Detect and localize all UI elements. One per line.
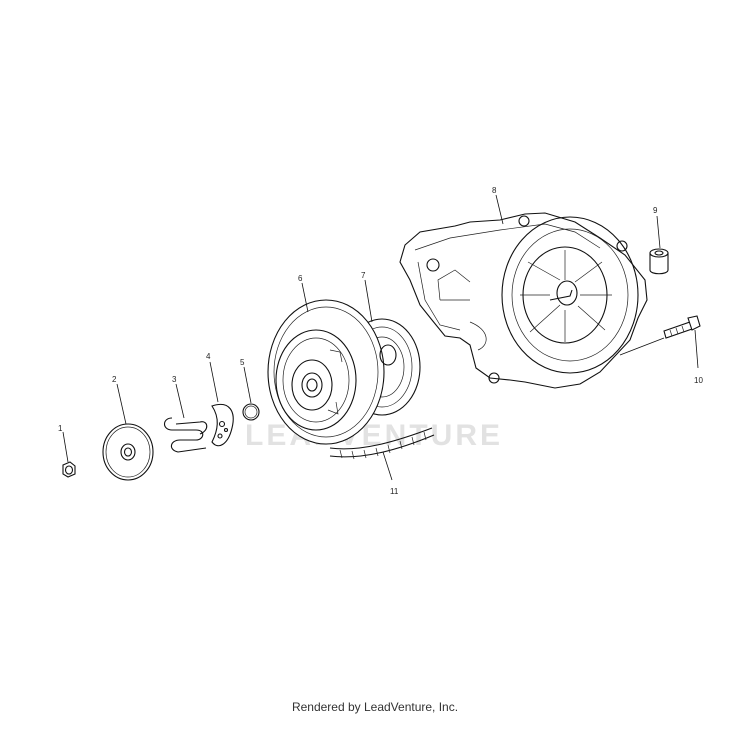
leader-line-3 [175,383,185,419]
callout-7: 7 [361,271,366,280]
leader-line-11 [382,451,393,481]
part-2-drive-plate[interactable] [102,423,154,481]
part-4-pawl[interactable] [211,404,234,447]
footer-credit: Rendered by LeadVenture, Inc. [291,700,459,714]
callout-11: 11 [390,487,399,496]
callout-4: 4 [206,352,211,361]
part-6-pulley[interactable] [267,299,397,445]
leader-line-5 [243,366,252,404]
callout-6: 6 [298,274,303,283]
watermark-text: LEADVENTURE [245,419,503,452]
leader-line-9 [656,215,661,249]
part-5-spring-clip[interactable] [242,403,260,421]
leader-line-2 [116,383,127,425]
part-8-recoil-housing[interactable] [399,212,648,389]
callout-5: 5 [240,358,245,367]
part-10-bolt[interactable] [663,315,701,339]
leader-line-8 [495,194,504,225]
callout-1: 1 [58,424,63,433]
part-9-bushing[interactable] [649,248,669,275]
leader-line-6 [301,282,309,313]
callout-10: 10 [694,376,703,385]
callout-3: 3 [172,375,177,384]
part-1-nut[interactable] [62,461,76,478]
leader-line-1 [62,431,69,463]
callout-8: 8 [492,186,497,195]
leader-line-4 [209,361,219,403]
callout-2: 2 [112,375,117,384]
callout-9: 9 [653,206,658,215]
leader-line-10b [619,337,665,356]
part-11-starter-rope[interactable] [329,427,435,460]
leader-line-10 [694,329,699,369]
leader-line-7 [364,279,373,323]
part-3-friction-spring[interactable] [163,417,208,453]
